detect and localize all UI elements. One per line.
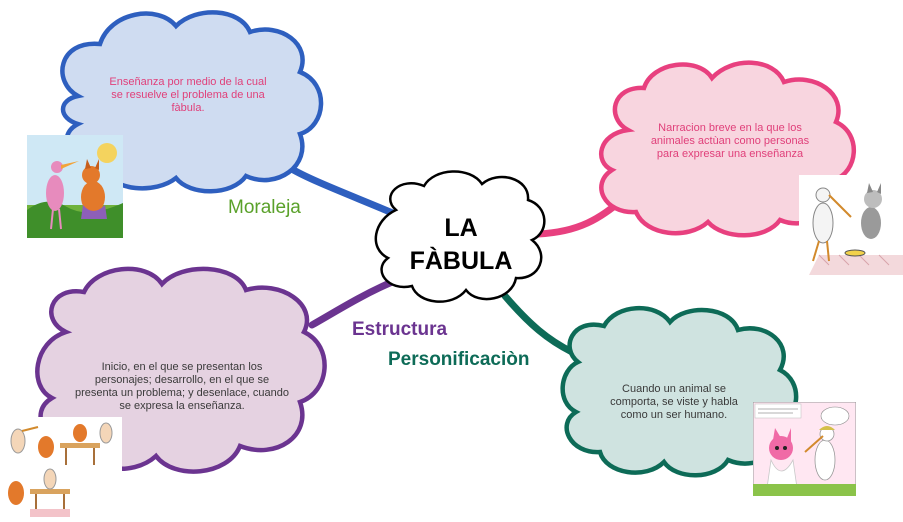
connector-estructura [308,278,396,329]
center-title-line2: FÀBULA [409,247,513,275]
center-title-line1: LA [444,214,478,242]
moraleja-text: Enseñanza por medio de la cual se resuel… [109,76,267,114]
connector-moraleja [286,164,399,218]
estructura-text: Inicio, en el que se presentan los perso… [74,361,290,412]
fox-and-stork-illustration [27,135,123,238]
definicion-text: Narracion breve en la que los animales a… [650,122,810,160]
personificacion-label: Personificaciòn [388,349,530,370]
center-cloud [374,170,546,303]
moraleja-label: Moraleja [228,197,301,218]
center-title: LA FÀBULA [386,212,536,278]
estructura-label: Estructura [352,319,448,340]
personificacion-text: Cuando un animal se comporta, se viste y… [610,383,738,421]
fable-sequence-illustration [0,417,122,519]
stork-and-fox-table-illustration [799,175,903,275]
comic-fox-stork-illustration [753,402,856,496]
connector-personificacion [501,292,576,356]
